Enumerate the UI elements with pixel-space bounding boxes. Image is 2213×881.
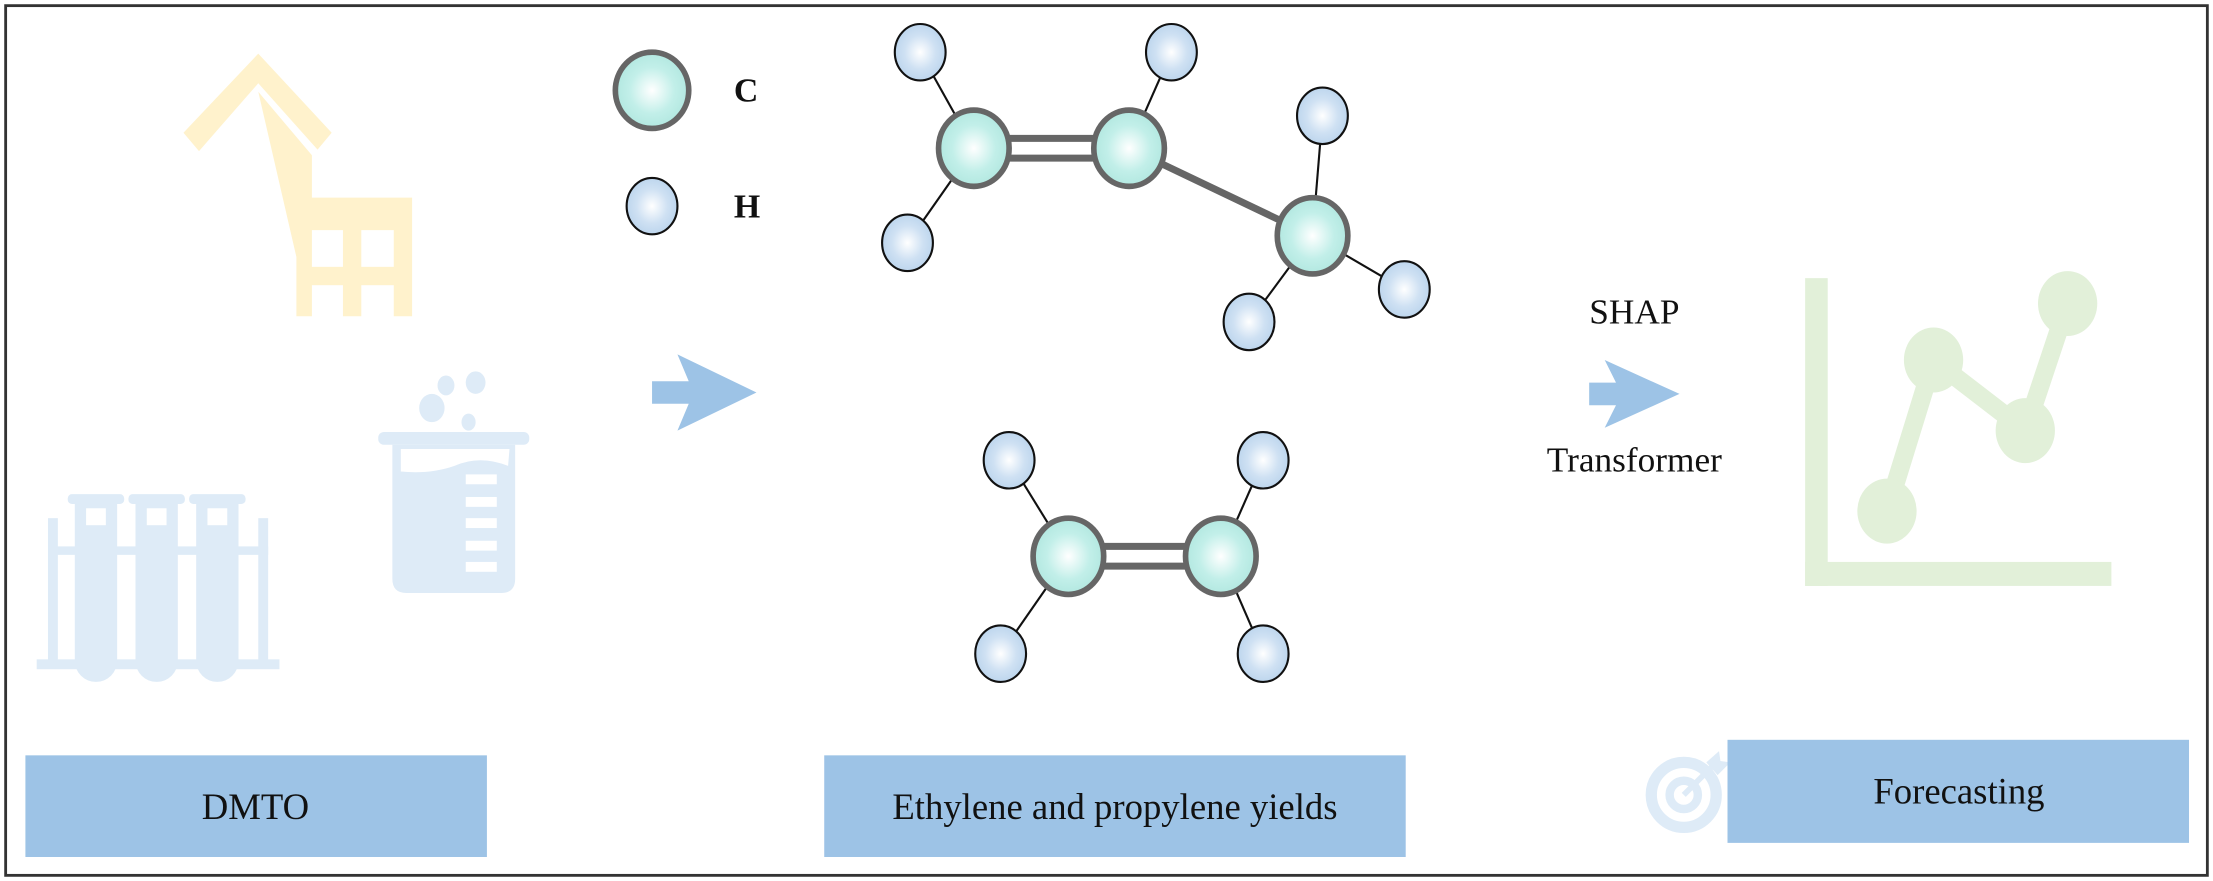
stage-dmto-box: DMTO	[25, 755, 487, 857]
line-chart-icon	[1805, 271, 2112, 586]
hydrogen-atom	[982, 430, 1036, 490]
stage-dmto-label: DMTO	[202, 786, 309, 827]
stage-forecast-label: Forecasting	[1873, 770, 2044, 811]
stage-yields-label: Ethylene and propylene yields	[892, 786, 1337, 827]
legend-carbon-atom	[612, 49, 692, 132]
carbon-atom	[1182, 515, 1259, 598]
target-icon	[1645, 751, 1731, 833]
hydrogen-atom	[1144, 22, 1198, 82]
school-icon	[127, 53, 413, 322]
stage-yields-box: Ethylene and propylene yields	[824, 755, 1406, 857]
hydrogen-atom	[1236, 430, 1290, 490]
stage-forecast-box: Forecasting	[1727, 739, 2190, 843]
propylene-molecule	[881, 22, 1431, 352]
hydrogen-atom	[1236, 624, 1290, 683]
carbon-atom	[935, 107, 1012, 190]
ethylene-molecule	[974, 430, 1290, 683]
arrow-right-icon	[652, 354, 757, 431]
carbon-atom	[1090, 107, 1168, 190]
legend: C H	[612, 49, 760, 236]
hydrogen-atom	[1377, 260, 1431, 319]
hydrogen-atom	[1295, 86, 1349, 146]
beaker-icon	[378, 371, 530, 593]
legend-carbon-label: C	[734, 73, 758, 110]
legend-hydrogen-atom	[625, 176, 679, 236]
test-tubes-icon	[36, 494, 280, 682]
hydrogen-atom	[881, 213, 934, 273]
carbon-atom	[1030, 515, 1107, 598]
legend-hydrogen-label: H	[734, 188, 760, 225]
hydrogen-atom	[1222, 292, 1276, 352]
method-transformer-label: Transformer	[1547, 441, 1722, 480]
arrow-right-icon	[1589, 360, 1680, 428]
carbon-atom	[1274, 194, 1351, 277]
hydrogen-atom	[974, 624, 1028, 683]
hydrogen-atom	[893, 22, 947, 82]
method-shap-label: SHAP	[1589, 292, 1679, 331]
